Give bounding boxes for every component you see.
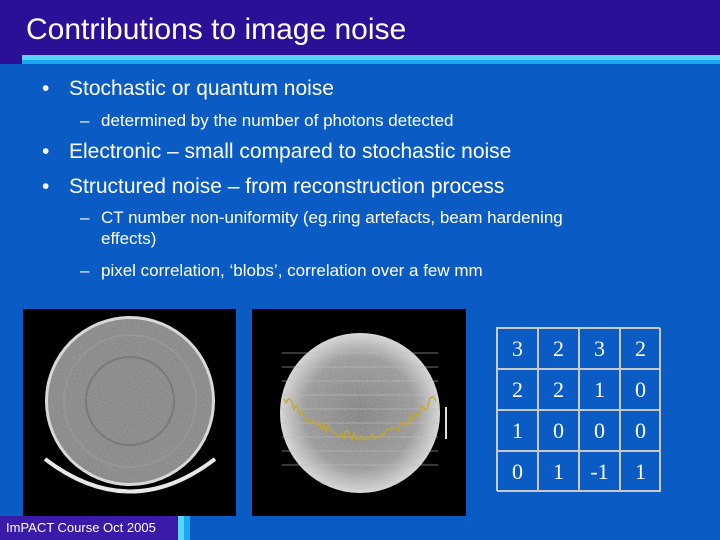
- footer-accent-stripe: [178, 516, 190, 540]
- matrix-cell: 3: [497, 328, 538, 369]
- pixel-matrix: 3 2 3 2 2 2 1 0 1 0 0 0 0 1 -1 1: [496, 327, 661, 492]
- matrix-cell: 2: [538, 369, 579, 410]
- sub-bullet-text: determined by the number of photons dete…: [101, 111, 454, 130]
- matrix-cell: 2: [620, 328, 661, 369]
- sub-bullet-text: pixel correlation, ‘blobs’, correlation …: [101, 261, 483, 280]
- matrix-cell: 1: [538, 451, 579, 492]
- matrix-cell: 3: [579, 328, 620, 369]
- noise-texture: [48, 319, 212, 483]
- ct-phantom-ring-image: [43, 316, 217, 494]
- matrix-cell: 0: [620, 369, 661, 410]
- bullet-text: Stochastic or quantum noise: [69, 77, 334, 100]
- sub-bullet-marker: –: [80, 208, 90, 227]
- patient-couch: [43, 457, 217, 494]
- footer-text: ImPACT Course Oct 2005: [6, 520, 156, 535]
- noise-texture: [280, 333, 440, 493]
- bullet-text: Structured noise – from reconstruction p…: [69, 175, 505, 198]
- matrix-cell: 0: [620, 410, 661, 451]
- matrix-cell: 1: [620, 451, 661, 492]
- matrix-cell: 0: [497, 451, 538, 492]
- ct-noise-profile-image: [280, 333, 447, 493]
- matrix-cell: 0: [579, 410, 620, 451]
- noise-profile-line: [283, 396, 437, 443]
- title-accent-stripe: [22, 55, 720, 64]
- bullet-marker: •: [42, 140, 50, 163]
- ct-image-noise-profile: [252, 309, 466, 516]
- bullet-text: Electronic – small compared to stochasti…: [69, 140, 512, 163]
- slide-title: Contributions to image noise: [26, 13, 407, 46]
- title-bar: Contributions to image noise: [0, 0, 720, 55]
- ring-artefact: [85, 356, 175, 446]
- matrix-cell: 1: [497, 410, 538, 451]
- sub-bullet-text: CT number non-uniformity (eg.ring artefa…: [101, 208, 563, 248]
- title-stripe-left: [0, 55, 22, 64]
- sub-bullet-marker: –: [80, 261, 90, 280]
- matrix-cell: -1: [579, 451, 620, 492]
- bullet-marker: •: [42, 77, 50, 100]
- ring-artefact: [63, 334, 197, 468]
- sub-bullet-marker: –: [80, 111, 90, 130]
- matrix-cell: 2: [538, 328, 579, 369]
- ct-image-ring-artefacts: [23, 309, 236, 516]
- footer-bar: ImPACT Course Oct 2005: [0, 516, 178, 540]
- matrix-cell: 2: [497, 369, 538, 410]
- matrix-cell: 0: [538, 410, 579, 451]
- bullet-marker: •: [42, 175, 50, 198]
- matrix-cell: 1: [579, 369, 620, 410]
